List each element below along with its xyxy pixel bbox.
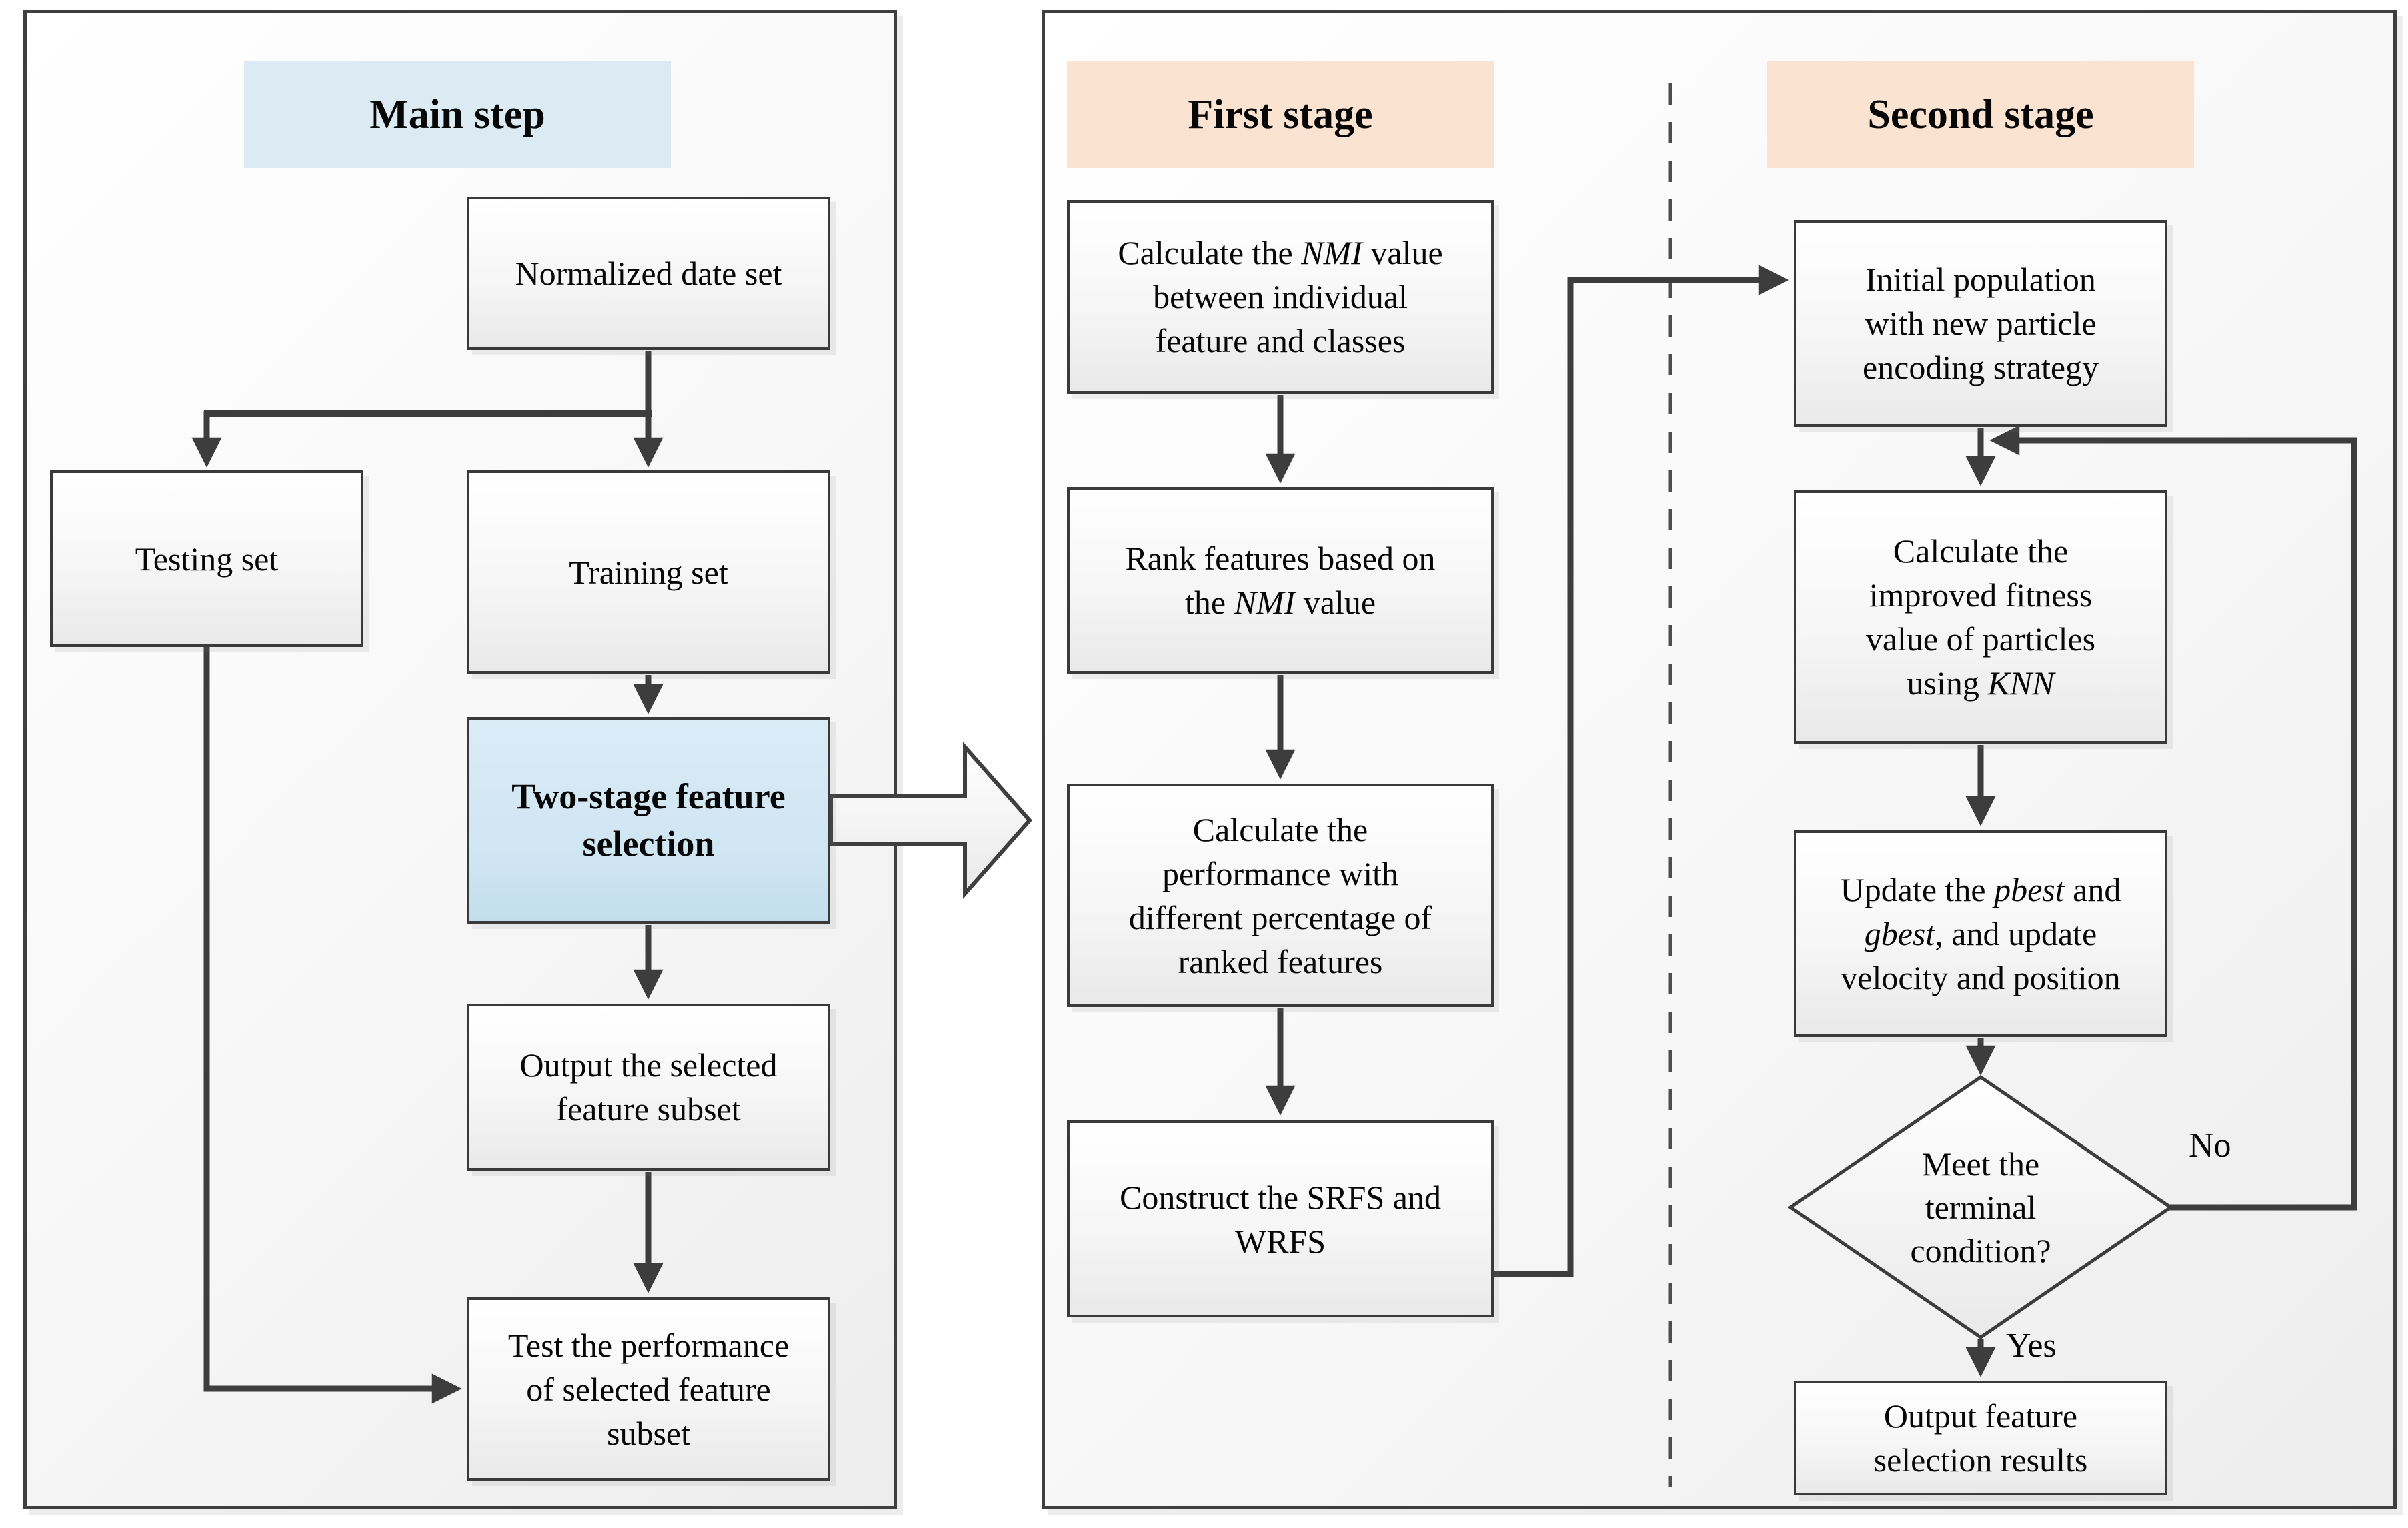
- decision-diamond: [1787, 1074, 2174, 1340]
- construct-srfs-wrfs-label: Construct the SRFS and WRFS: [1120, 1178, 1441, 1260]
- decision-label: Meet the terminal condition?: [1910, 1144, 2051, 1269]
- no-feedback-line: [1989, 425, 2357, 1211]
- second-stage-header: Second stage: [1767, 61, 2194, 168]
- first-stage-header-label: First stage: [1188, 91, 1373, 137]
- block-arrow-two-stage-to-stages: [829, 742, 1032, 899]
- nmi-term: NMI: [1301, 234, 1362, 271]
- two-stage-feature-selection-box: Two-stage feature selection: [467, 717, 830, 924]
- normalized-date-set-box: Normalized date set: [467, 197, 830, 350]
- update-pbest-gbest-label: Update the pbest and gbest, and update v…: [1841, 868, 2121, 1000]
- label-part: Calculate the improved fitness value of …: [1865, 532, 2096, 702]
- label-part: value between individual feature and cla…: [1153, 234, 1443, 359]
- test-performance-label: Test the performance of selected feature…: [507, 1326, 790, 1452]
- decision-text: Meet the terminal condition?: [1867, 1132, 2094, 1282]
- rank-features-box: Rank features based on the NMI value: [1067, 487, 1494, 674]
- calculate-performance-label: Calculate the performance with different…: [1128, 810, 1432, 980]
- training-set-label: Training set: [569, 553, 728, 591]
- arrow-testing-to-test: [203, 647, 462, 1404]
- testing-set-label: Testing set: [135, 540, 279, 578]
- construct-srfs-wrfs-box: Construct the SRFS and WRFS: [1067, 1120, 1494, 1317]
- arrow-construct-to-initial: [1494, 265, 1789, 1277]
- testing-set-box: Testing set: [50, 470, 363, 647]
- gbest-term: gbest: [1864, 915, 1935, 952]
- yes-branch-label: Yes: [2006, 1327, 2057, 1365]
- label-part: value: [1295, 584, 1376, 621]
- training-set-box: Training set: [467, 470, 830, 674]
- initial-population-box: Initial population with new particle enc…: [1794, 220, 2167, 427]
- main-step-header-label: Main step: [369, 91, 545, 137]
- label-part: , and update velocity and position: [1841, 915, 2121, 996]
- no-branch-label: No: [2189, 1126, 2231, 1165]
- output-feature-selection-label: Output feature selection results: [1873, 1397, 2088, 1479]
- initial-population-label: Initial population with new particle enc…: [1862, 261, 2099, 386]
- calculate-nmi-box: Calculate the NMI value between individu…: [1067, 200, 1494, 394]
- second-stage-header-label: Second stage: [1867, 91, 2094, 137]
- label-part: Calculate the: [1118, 234, 1302, 271]
- pbest-term: pbest: [1994, 871, 2065, 908]
- normalized-date-set-label: Normalized date set: [515, 255, 782, 292]
- first-stage-header: First stage: [1067, 61, 1494, 168]
- output-selected-subset-box: Output the selected feature subset: [467, 1004, 830, 1171]
- test-performance-box: Test the performance of selected feature…: [467, 1297, 830, 1481]
- knn-term: KNN: [1987, 664, 2055, 702]
- output-feature-selection-box: Output feature selection results: [1794, 1381, 2167, 1495]
- two-stage-feature-selection-label: Two-stage feature selection: [511, 776, 786, 864]
- rank-features-label: Rank features based on the NMI value: [1125, 536, 1435, 624]
- label-part: Rank features based on the: [1125, 540, 1436, 621]
- calculate-nmi-label: Calculate the NMI value between individu…: [1118, 231, 1442, 363]
- nmi-term: NMI: [1234, 584, 1296, 621]
- calculate-performance-box: Calculate the performance with different…: [1067, 784, 1494, 1007]
- calculate-fitness-label: Calculate the improved fitness value of …: [1866, 529, 2095, 705]
- calculate-fitness-box: Calculate the improved fitness value of …: [1794, 490, 2167, 744]
- update-pbest-gbest-box: Update the pbest and gbest, and update v…: [1794, 830, 2167, 1037]
- label-part: and: [2073, 871, 2121, 908]
- output-selected-subset-label: Output the selected feature subset: [519, 1046, 778, 1128]
- label-part: Update the: [1840, 871, 1995, 908]
- main-step-header: Main step: [244, 61, 671, 168]
